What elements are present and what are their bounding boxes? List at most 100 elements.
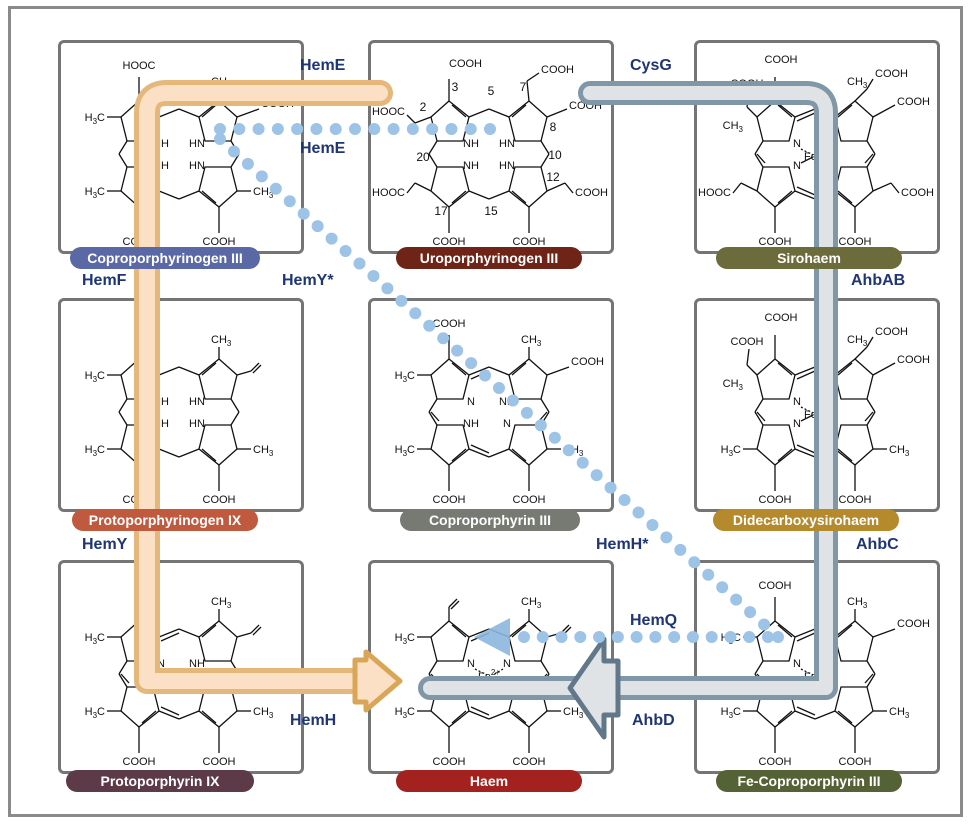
bond xyxy=(178,448,200,458)
bond xyxy=(428,140,438,155)
bond xyxy=(201,362,217,376)
bond xyxy=(866,673,876,688)
bond xyxy=(511,104,527,118)
bond xyxy=(564,182,574,194)
bond xyxy=(201,190,217,204)
pyrrole-ring xyxy=(120,166,160,208)
bond xyxy=(141,624,157,638)
ring-position-number: 2 xyxy=(420,100,427,114)
bond xyxy=(230,153,240,168)
bond xyxy=(511,624,527,638)
carboxyl-label: COOH xyxy=(897,96,930,108)
carboxyl-label: COOH xyxy=(759,580,792,592)
bond xyxy=(158,366,180,376)
bond xyxy=(201,448,217,462)
carboxyl-label: COOH xyxy=(513,494,546,506)
carboxyl-label: COOH xyxy=(569,100,602,112)
methyl-label: H3C xyxy=(85,632,105,646)
bond xyxy=(746,106,758,118)
bond xyxy=(428,398,438,413)
nitrogen-label: N xyxy=(467,658,475,670)
bond xyxy=(794,448,816,458)
nitrogen-label: N xyxy=(503,680,511,692)
bond xyxy=(732,182,742,194)
nitrogen-label: N xyxy=(467,680,475,692)
carboxyl-label: COOH xyxy=(203,756,236,768)
bond xyxy=(837,624,853,638)
nitrogen-label: HN xyxy=(189,418,205,430)
enzyme-hemy: HemY xyxy=(82,536,128,553)
methyl-label: CH3 xyxy=(723,120,744,134)
bond xyxy=(864,411,874,422)
bond xyxy=(118,153,128,168)
methyl-label: CH3 xyxy=(889,706,910,720)
nitrogen-label: HN xyxy=(499,160,515,172)
label-uroporphyrinogen-iii: Uroporphyrinogen III xyxy=(396,247,582,269)
bond xyxy=(526,72,540,82)
nitrogen-label: N xyxy=(503,658,511,670)
bond xyxy=(794,366,816,376)
bond xyxy=(546,112,558,118)
carboxyl-label: COOH xyxy=(901,187,934,199)
bond xyxy=(178,710,200,720)
carboxyl-label: COOH xyxy=(731,336,764,348)
bond xyxy=(511,190,527,204)
bond xyxy=(864,673,874,684)
bond xyxy=(492,676,504,684)
bond xyxy=(468,366,490,376)
methyl-label: H3C xyxy=(395,706,415,720)
ring-position-number: 5 xyxy=(488,84,495,98)
nitrogen-label: N xyxy=(829,396,837,408)
nitrogen-label: NH xyxy=(153,680,169,692)
methyl-label: CH3 xyxy=(211,596,232,610)
bond xyxy=(777,104,793,118)
bond xyxy=(814,628,836,638)
bond xyxy=(872,368,885,376)
bond xyxy=(250,624,260,634)
carboxyl-label: COOH xyxy=(875,68,908,80)
enzyme-hemh: HemH xyxy=(290,712,337,729)
pyrrole-ring xyxy=(430,424,470,466)
bond xyxy=(837,448,853,462)
bond xyxy=(468,628,490,638)
bond xyxy=(796,186,816,196)
ring-position-number: 7 xyxy=(520,80,527,94)
enzyme-hemf: HemF xyxy=(82,272,127,289)
ring-position-number: 8 xyxy=(550,120,557,134)
bond xyxy=(777,710,793,724)
bond xyxy=(230,398,240,413)
methyl-label: H3C xyxy=(85,186,105,200)
pyrrole-ring xyxy=(198,686,238,728)
bond xyxy=(890,182,900,194)
enzyme-hemh-star: HemH* xyxy=(596,536,649,553)
bond xyxy=(428,660,438,675)
bond xyxy=(777,448,793,462)
bond xyxy=(236,632,252,638)
bond xyxy=(140,600,150,610)
methyl-label: H3C xyxy=(85,444,105,458)
methyl-label: CH3 xyxy=(847,596,868,610)
nitrogen-label: N xyxy=(157,658,165,670)
methyl-label: CH3 xyxy=(723,378,744,392)
bond xyxy=(118,411,128,426)
carboxyl-label: COOH xyxy=(571,356,604,368)
bond xyxy=(526,80,530,102)
pyrrole-ring xyxy=(430,100,470,142)
bond xyxy=(866,411,876,426)
nitrogen-label: NH xyxy=(463,160,479,172)
bond xyxy=(546,182,566,192)
bond xyxy=(488,710,510,720)
bond xyxy=(864,153,874,164)
bond xyxy=(160,632,180,642)
bond xyxy=(837,362,853,376)
carboxyl-label: COOH xyxy=(433,756,466,768)
enzyme-heme-top: HemE xyxy=(300,57,346,74)
bond xyxy=(488,108,510,118)
bond xyxy=(814,108,836,118)
pyrrole-ring xyxy=(430,686,470,728)
